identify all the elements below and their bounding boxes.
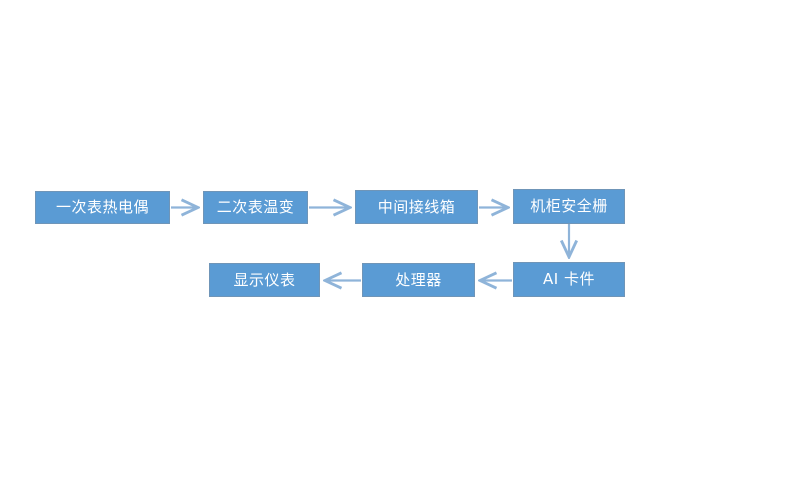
node-label: 机柜安全栅 [530,197,608,215]
node-cabinet-safety-barrier[interactable]: 机柜安全栅 [513,189,625,224]
node-ai-card[interactable]: AI 卡件 [513,262,625,297]
node-label: 显示仪表 [233,270,296,289]
node-label: 处理器 [395,270,442,289]
node-processor[interactable]: 处理器 [362,263,475,297]
node-label: 一次表热电偶 [55,198,149,216]
node-label: 中间接线箱 [377,197,456,216]
node-secondary-transmitter[interactable]: 二次表温变 [203,191,308,224]
node-junction-box[interactable]: 中间接线箱 [355,190,478,224]
node-label: 二次表温变 [216,198,295,216]
node-primary-thermocouple[interactable]: 一次表热电偶 [35,191,170,224]
node-display-instrument[interactable]: 显示仪表 [209,263,320,297]
node-label: AI 卡件 [543,270,595,288]
